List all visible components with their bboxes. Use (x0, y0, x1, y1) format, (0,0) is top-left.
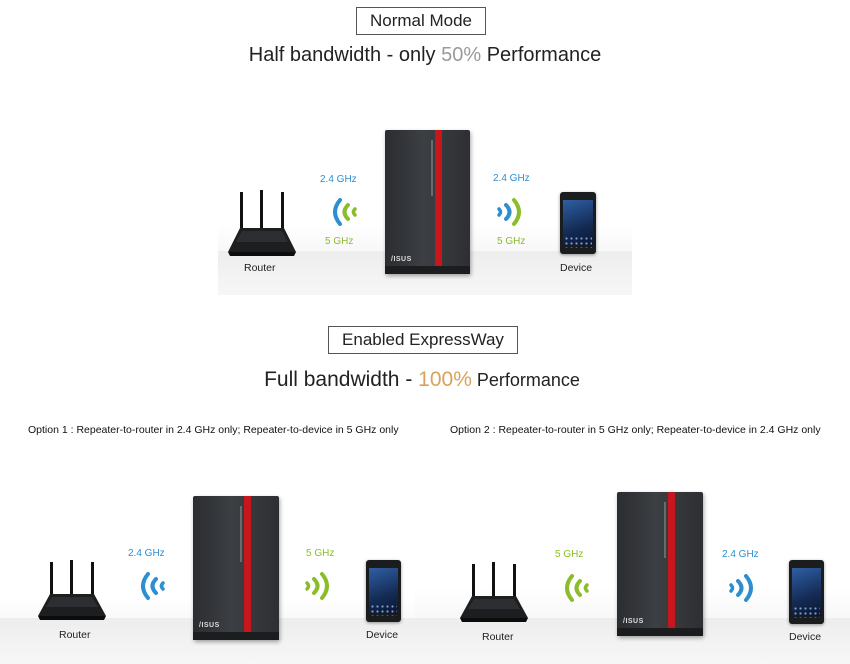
normal-left-band-5: 5 GHz (325, 236, 354, 247)
option1-caption: Option 1 : Repeater-to-router in 2.4 GHz… (28, 424, 399, 436)
option1-device-label: Device (366, 629, 399, 641)
option2-device-label: Device (789, 631, 822, 643)
expressway-mode-label: Enabled ExpressWay (328, 326, 518, 354)
normal-mode-label: Normal Mode (356, 7, 486, 35)
option2-router-label: Router (482, 631, 514, 643)
option1-left-band: 2.4 GHz (128, 548, 165, 559)
normal-left-band-24: 2.4 GHz (320, 174, 357, 185)
smartphone-icon (560, 192, 596, 254)
normal-headline: Half bandwidth - only 50% Performance (248, 44, 602, 66)
router-icon (38, 560, 106, 620)
smartphone-icon (789, 560, 824, 624)
normal-right-band-5: 5 GHz (497, 236, 526, 247)
router-icon (228, 190, 296, 256)
option2-right-band: 2.4 GHz (722, 549, 759, 560)
repeater-icon: /ISUS (385, 130, 470, 274)
repeater-icon: /ISUS (193, 496, 279, 640)
option1-right-band: 5 GHz (306, 548, 335, 559)
normal-right-band-24: 2.4 GHz (493, 173, 530, 184)
wifi-wave-icon (305, 572, 329, 600)
wifi-wave-icon (729, 574, 753, 602)
wifi-wave-icon (565, 574, 589, 602)
expressway-headline-percent: 100% (418, 368, 472, 391)
normal-headline-percent: 50% (441, 44, 482, 66)
normal-device-label: Device (560, 262, 593, 274)
smartphone-icon (366, 560, 401, 622)
repeater-icon: /ISUS (617, 492, 703, 636)
wifi-wave-icon (497, 198, 521, 226)
router-icon (460, 562, 528, 622)
option2-left-band: 5 GHz (555, 549, 584, 560)
normal-router-label: Router (244, 262, 276, 274)
wifi-wave-icon (141, 572, 165, 600)
wifi-wave-icon (333, 198, 357, 226)
expressway-headline: Full bandwidth - 100% Performance (264, 368, 580, 391)
option2-caption: Option 2 : Repeater-to-router in 5 GHz o… (450, 424, 821, 436)
option1-router-label: Router (59, 629, 91, 641)
